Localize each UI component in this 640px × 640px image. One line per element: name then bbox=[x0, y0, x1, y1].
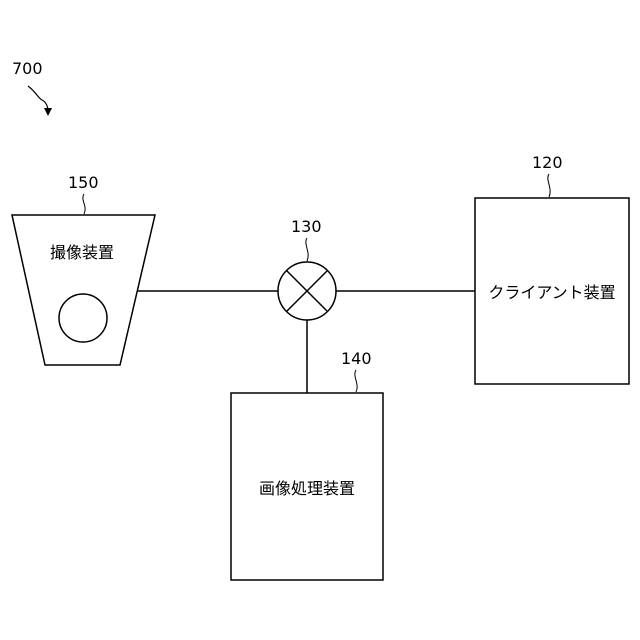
client-leader bbox=[548, 174, 550, 197]
client-label: クライアント装置 bbox=[488, 283, 615, 302]
client-device: クライアント装置 bbox=[475, 198, 629, 384]
camera-leader bbox=[83, 194, 85, 214]
network-leader bbox=[306, 238, 308, 261]
lens-icon bbox=[59, 294, 107, 342]
processor-device: 画像処理装置 bbox=[231, 393, 383, 580]
camera-ref: 150 bbox=[68, 173, 99, 192]
client-ref: 120 bbox=[532, 153, 563, 172]
figure-number: 700 bbox=[12, 59, 43, 78]
network-node bbox=[278, 262, 336, 320]
camera-label: 撮像装置 bbox=[50, 243, 114, 262]
processor-label: 画像処理装置 bbox=[259, 479, 355, 498]
camera-device: 撮像装置 bbox=[12, 215, 155, 365]
processor-leader bbox=[355, 370, 357, 392]
figure-arrowhead-icon bbox=[44, 108, 52, 116]
processor-ref: 140 bbox=[341, 349, 372, 368]
network-ref: 130 bbox=[291, 217, 322, 236]
